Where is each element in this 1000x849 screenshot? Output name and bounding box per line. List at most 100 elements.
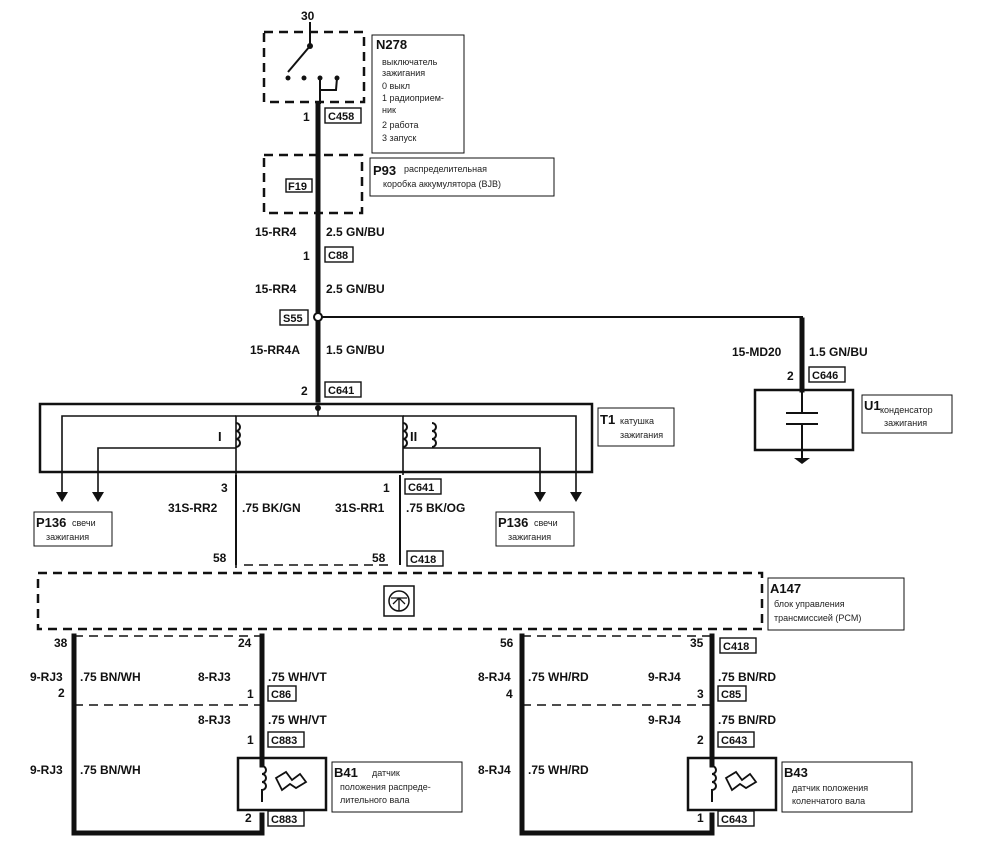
coil-left-output-a: [61, 415, 236, 492]
pin-c883-bottom: 2: [245, 811, 252, 825]
pin-c646: 2: [787, 369, 794, 383]
pin-t1-right: 1: [383, 481, 390, 495]
svg-text:зажигания: зажигания: [46, 532, 89, 542]
connector-c883-bottom-label: C883: [271, 814, 297, 826]
component-callout-b41: B41 датчик положения распреде- лительног…: [331, 761, 463, 813]
svg-text:свечи: свечи: [72, 518, 96, 528]
pin-left-2: 2: [58, 686, 65, 700]
wire-6-spec: .75 BK/OG: [406, 501, 465, 515]
connector-c641: [324, 381, 362, 398]
pin-t1-left: 3: [221, 481, 228, 495]
svg-text:зажигания: зажигания: [508, 532, 551, 542]
wire-4-spec: 1.5 GN/BU: [809, 345, 868, 359]
svg-text:свечи: свечи: [534, 518, 558, 528]
wire-4-code: 15-MD20: [732, 345, 782, 359]
terminal-30-label: 30: [301, 9, 315, 23]
svg-text:положения распреде-: положения распреде-: [340, 782, 431, 792]
wire-9-spec: .75 WH/VT: [268, 713, 327, 727]
wire-2-code: 15-RR4: [255, 282, 297, 296]
coil-winding-right: [402, 422, 408, 448]
wire-8-spec: .75 WH/VT: [268, 670, 327, 684]
component-callout-p93: P93 распределительная коробка аккумулято…: [369, 157, 555, 197]
connector-c883-top-label: C883: [271, 735, 297, 747]
pin-pcm-35: 35: [690, 636, 704, 650]
connector-c883-bottom: [267, 810, 305, 827]
splice-s55-label: S55: [283, 313, 303, 325]
pin-pcm-24: 24: [238, 636, 252, 650]
svg-text:датчик положения: датчик положения: [792, 783, 868, 793]
connector-c88-label: C88: [328, 250, 348, 262]
wire-1-spec: 2.5 GN/BU: [326, 225, 385, 239]
capacitor-box: [753, 388, 855, 452]
svg-text:коробка аккумулятора (BJB): коробка аккумулятора (BJB): [383, 179, 501, 189]
component-callout-n278: N278 выключатель зажигания 0 выкл 1 ради…: [371, 34, 465, 154]
component-callout-t1: T1 катушка зажигания: [597, 407, 675, 447]
wire-14-spec: .75 WH/RD: [528, 763, 589, 777]
svg-text:распределительная: распределительная: [404, 164, 487, 174]
coil-secondary-winding: [431, 422, 437, 448]
pin-c643-bottom: 1: [697, 811, 704, 825]
wire-5-code: 31S-RR2: [168, 501, 218, 515]
connector-c418-bottom: [719, 637, 757, 654]
pin-pcm-58a: 58: [213, 551, 227, 565]
pin-pcm-58b: 58: [372, 551, 386, 565]
component-callout-p136-right: P136 свечи зажигания: [495, 511, 575, 547]
pcm-icon-spokes: [391, 597, 407, 611]
winding-ii-label: II: [410, 429, 417, 444]
wire-14-code: 8-RJ4: [478, 763, 511, 777]
pin-c883-top: 1: [247, 733, 254, 747]
connector-c86: [267, 685, 297, 702]
wire-11-code: 8-RJ4: [478, 670, 511, 684]
crank-sensor-icon: [724, 770, 758, 792]
crank-sensor-box: [686, 756, 778, 812]
connector-c643-bottom: [717, 810, 755, 827]
svg-text:P136: P136: [36, 515, 66, 530]
wire-11-spec: .75 WH/RD: [528, 670, 589, 684]
pin-c458: 1: [303, 110, 310, 124]
svg-text:2 работа: 2 работа: [382, 120, 419, 130]
wire-12-spec: .75 BN/RD: [718, 670, 776, 684]
svg-text:B41: B41: [334, 765, 358, 780]
fuse-f19: [285, 178, 313, 193]
connector-c458-label: C458: [328, 111, 354, 123]
connector-c641-label: C641: [328, 385, 354, 397]
svg-text:B43: B43: [784, 765, 808, 780]
svg-text:катушка: катушка: [620, 416, 654, 426]
svg-text:3 запуск: 3 запуск: [382, 133, 416, 143]
connector-c641-right: [404, 478, 442, 495]
connector-c646: [808, 366, 846, 383]
connector-c88: [324, 246, 354, 263]
wire-10-code: 9-RJ3: [30, 763, 63, 777]
wire-8-rj4: [519, 633, 715, 836]
svg-text:зажигания: зажигания: [382, 68, 425, 78]
ignition-coil-box: [38, 402, 594, 474]
svg-text:N278: N278: [376, 37, 407, 52]
wire-2-spec: 2.5 GN/BU: [326, 282, 385, 296]
svg-text:P136: P136: [498, 515, 528, 530]
component-callout-b43: B43 датчик положения коленчатого вала: [781, 761, 913, 813]
component-callout-u1: U1 конденсатор зажигания: [861, 394, 953, 434]
capacitor-branch-wire: [322, 316, 803, 320]
pin-c88: 1: [303, 249, 310, 263]
switch-contacts: [285, 75, 340, 81]
component-callout-a147: A147 блок управления трансмиссией (PCM): [767, 577, 905, 631]
connector-c646-label: C646: [812, 370, 838, 382]
connector-c643-top-label: C643: [721, 735, 747, 747]
fuse-f19-label: F19: [288, 181, 307, 193]
pin-pcm-56: 56: [500, 636, 514, 650]
wire-6-code: 31S-RR1: [335, 501, 385, 515]
pin-c86: 1: [247, 687, 254, 701]
wire-13-spec: .75 BN/RD: [718, 713, 776, 727]
splice-s55-node: [313, 312, 323, 322]
connector-c85: [717, 685, 747, 702]
coil-left-output-b: [97, 447, 236, 492]
cam-sensor-coil: [261, 765, 267, 802]
wire-3-spec: 1.5 GN/BU: [326, 343, 385, 357]
pin-left-4: 4: [506, 687, 513, 701]
svg-text:U1: U1: [864, 398, 881, 413]
component-callout-p136-left: P136 свечи зажигания: [33, 511, 113, 547]
splice-s55: [279, 309, 309, 326]
pin-pcm-38: 38: [54, 636, 68, 650]
cam-sensor-icon: [274, 770, 308, 792]
